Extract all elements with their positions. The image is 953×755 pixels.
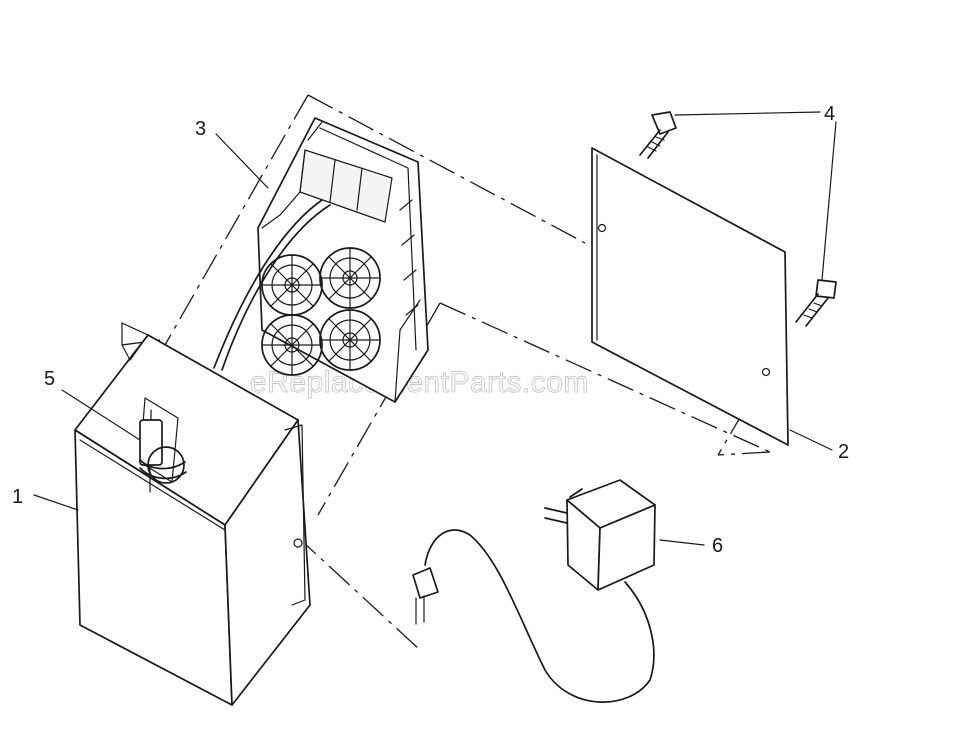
fan-grille-4: [319, 309, 381, 371]
housing-part-1: [74, 322, 311, 706]
fan-grille-1: [261, 254, 323, 316]
callout-6: 6: [712, 535, 723, 557]
callout-1: 1: [12, 486, 23, 508]
fan-grille-3: [261, 314, 323, 376]
callout-3: 3: [195, 118, 206, 140]
callout-leaders: [33, 111, 837, 546]
callout-5: 5: [44, 368, 55, 390]
screw-part-4-upper: [639, 111, 677, 159]
switch-part-5: [139, 409, 187, 493]
callout-2: 2: [838, 441, 849, 463]
screw-part-4-lower: [795, 279, 837, 327]
fan-grille-2: [319, 247, 381, 309]
power-adapter-part-6: [412, 479, 656, 703]
fan-assembly-part-3: [213, 117, 429, 403]
callout-4: 4: [824, 103, 835, 125]
cover-panel-part-2: [591, 147, 789, 446]
watermark-text: eReplacementParts.com: [250, 366, 589, 399]
